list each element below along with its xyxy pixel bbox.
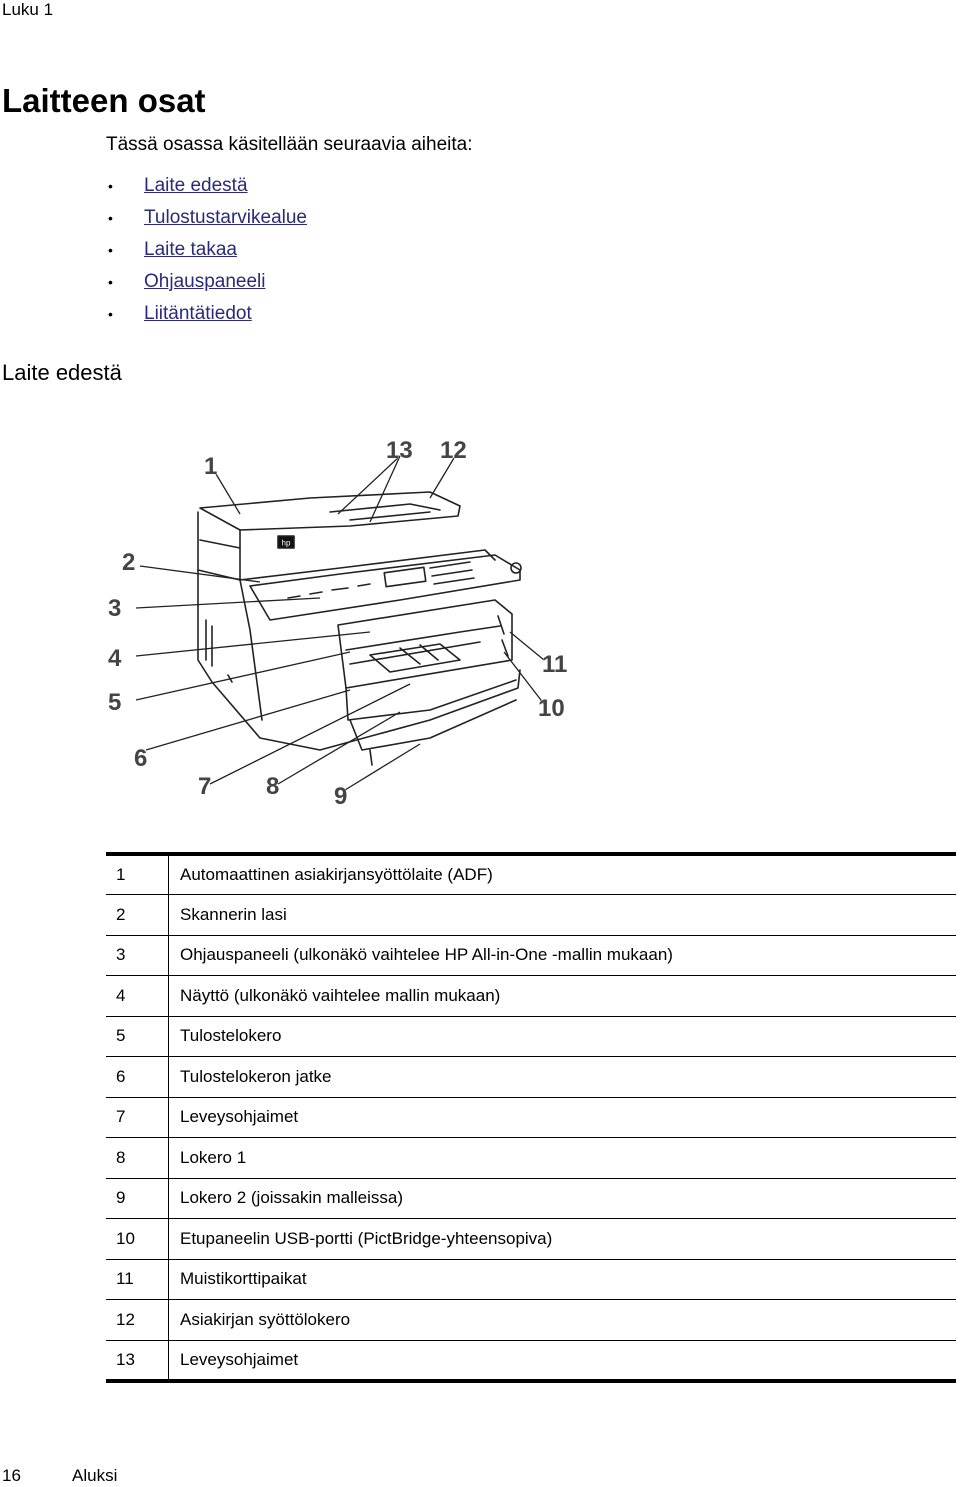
printer-front-illustration: hp 1 2 3 4 5 6 7 8 9 10 11 12 13	[108, 437, 568, 811]
footer-section: Aluksi	[72, 1466, 118, 1485]
topic-list: • Laite edestä • Tulostustarvikealue • Lait…	[106, 170, 307, 330]
bullet-icon: •	[108, 178, 113, 194]
page-title: Laitteen osat	[2, 82, 206, 119]
page-number: 16	[2, 1466, 21, 1485]
callout-7: 7	[198, 773, 211, 800]
part-description: Tulostelokero	[168, 1016, 956, 1057]
bullet-icon: •	[108, 306, 113, 322]
part-number: 5	[106, 1016, 169, 1057]
intro-text: Tässä osassa käsitellään seuraavia aihei…	[106, 134, 473, 155]
part-description: Automaattinen asiakirjansyöttölaite (ADF…	[168, 852, 956, 895]
part-description: Näyttö (ulkonäkö vaihtelee mallin mukaan…	[168, 975, 956, 1017]
part-description: Skannerin lasi	[168, 894, 956, 936]
part-description: Etupaneelin USB-portti (PictBridge-yhtee…	[168, 1218, 956, 1260]
part-number: 10	[106, 1218, 169, 1260]
callout-2: 2	[122, 549, 135, 576]
chapter-header: Luku 1	[2, 0, 54, 19]
topic-link-liitantatiedot[interactable]: Liitäntätiedot	[144, 303, 252, 324]
callout-9: 9	[334, 783, 347, 810]
part-description: Lokero 1	[168, 1137, 956, 1179]
topic-item: • Laite takaa	[106, 234, 307, 266]
topic-item: • Ohjauspaneeli	[106, 266, 307, 298]
topic-item: • Laite edestä	[106, 170, 307, 202]
part-description: Tulostelokeron jatke	[168, 1056, 956, 1098]
callout-13: 13	[386, 437, 413, 464]
callout-10: 10	[538, 695, 565, 722]
topic-link-tulostustarvikealue[interactable]: Tulostustarvikealue	[144, 207, 307, 228]
bullet-icon: •	[108, 242, 113, 258]
callout-8: 8	[266, 773, 279, 800]
topic-link-laite-takaa[interactable]: Laite takaa	[144, 239, 237, 260]
section-title: Laite edestä	[2, 360, 122, 385]
part-number: 2	[106, 894, 169, 936]
part-number: 8	[106, 1137, 169, 1179]
callout-1: 1	[204, 453, 217, 480]
part-description: Lokero 2 (joissakin malleissa)	[168, 1178, 956, 1219]
part-number: 4	[106, 975, 169, 1017]
callout-11: 11	[542, 651, 567, 678]
part-description: Leveysohjaimet	[168, 1097, 956, 1138]
part-number: 7	[106, 1097, 169, 1138]
callout-6: 6	[134, 745, 147, 772]
part-number: 12	[106, 1299, 169, 1341]
callout-3: 3	[108, 595, 121, 622]
part-number: 1	[106, 852, 169, 895]
part-number: 3	[106, 935, 169, 976]
part-number: 6	[106, 1056, 169, 1098]
part-description: Muistikorttipaikat	[168, 1259, 956, 1300]
callout-5: 5	[108, 689, 121, 716]
bullet-icon: •	[108, 274, 113, 290]
bullet-icon: •	[108, 210, 113, 226]
part-number: 11	[106, 1259, 169, 1300]
callout-12: 12	[440, 437, 467, 464]
part-number: 9	[106, 1178, 169, 1219]
part-number: 13	[106, 1340, 169, 1383]
part-description: Leveysohjaimet	[168, 1340, 956, 1383]
topic-link-laite-edesta[interactable]: Laite edestä	[144, 175, 248, 196]
topic-item: • Liitäntätiedot	[106, 298, 307, 330]
part-description: Asiakirjan syöttölokero	[168, 1299, 956, 1341]
topic-link-ohjauspaneeli[interactable]: Ohjauspaneeli	[144, 271, 266, 292]
topic-item: • Tulostustarvikealue	[106, 202, 307, 234]
part-description: Ohjauspaneeli (ulkonäkö vaihtelee HP All…	[168, 935, 956, 976]
callout-4: 4	[108, 645, 122, 672]
page-footer: 16 Aluksi	[2, 1466, 117, 1486]
hp-logo: hp	[282, 539, 291, 548]
